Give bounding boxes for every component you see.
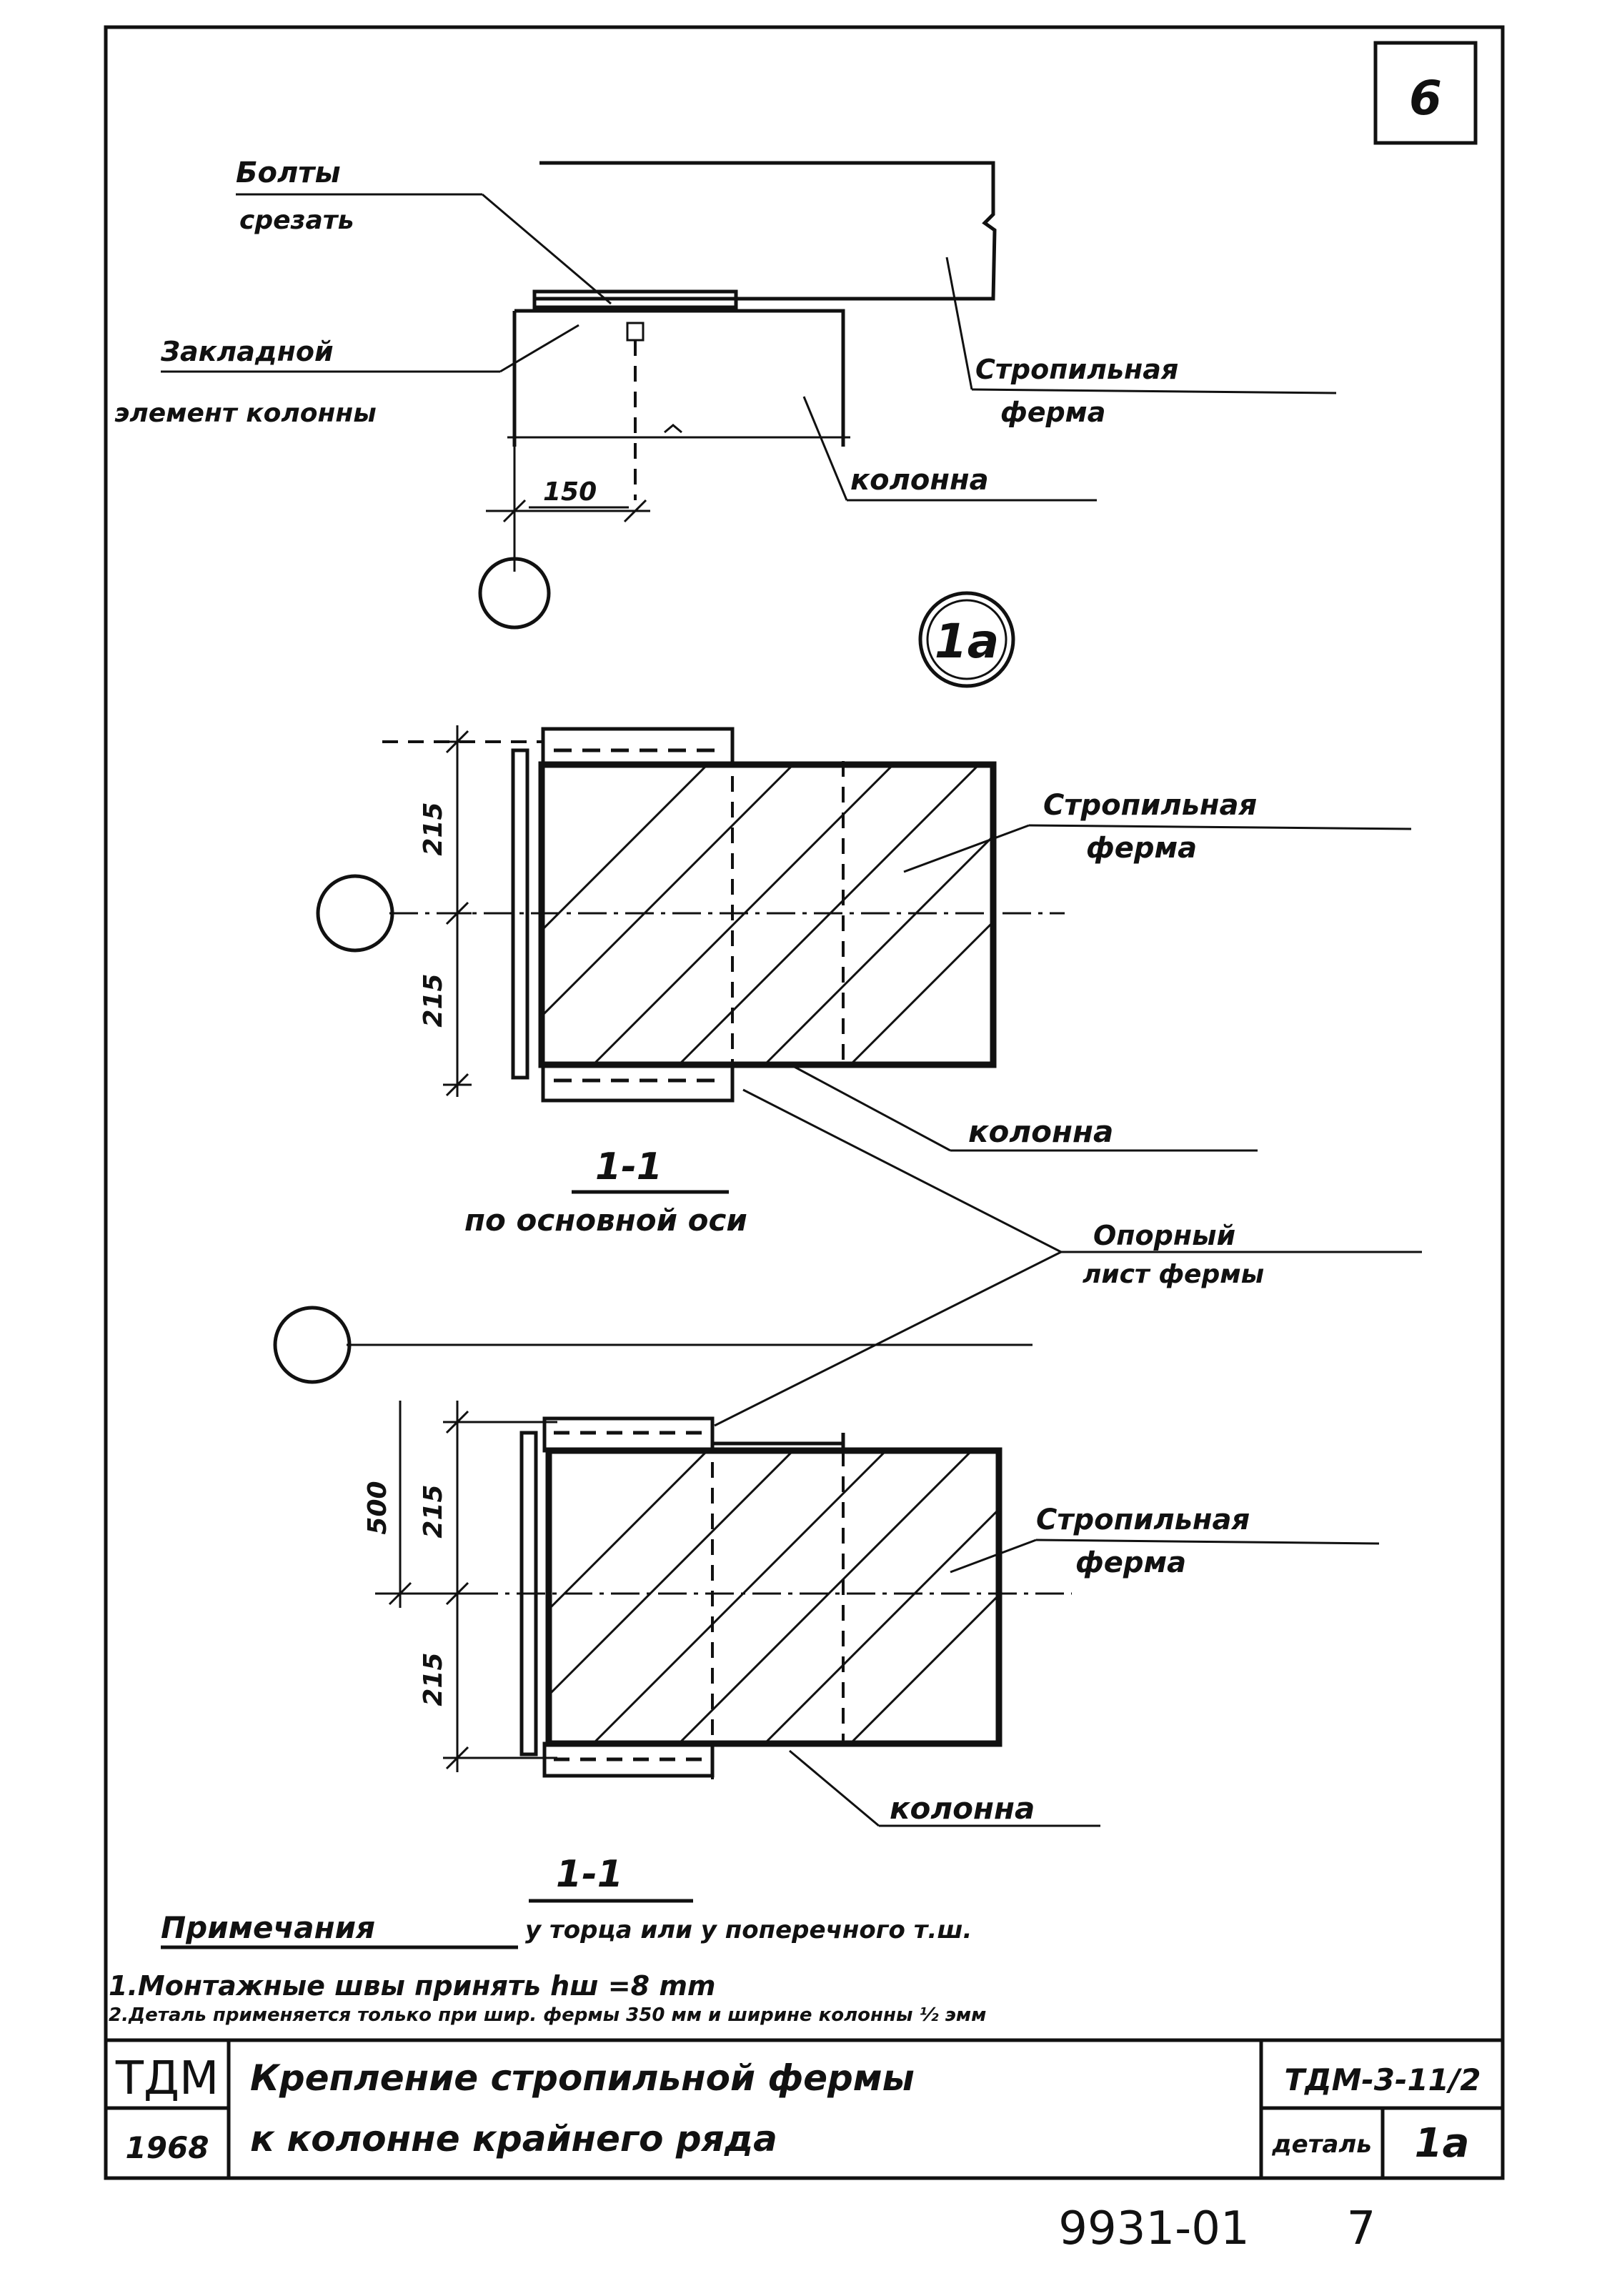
title-block: ТДМ 1968 Крепление стропильной фермы к к… — [106, 2038, 1503, 2178]
section-main-dim-bottom: 215 — [419, 973, 448, 1027]
title-line-2: к колонне крайнего ряда — [250, 2118, 777, 2160]
embedded-label-1: Закладной — [160, 336, 334, 367]
doc-number: 9931-01 — [1058, 2202, 1249, 2255]
drawing-code: ТДМ-3-11/2 — [1285, 2062, 1481, 2097]
elevation-column-label: колонна — [850, 464, 989, 497]
note-1: 1.Монтажные швы принять hш =8 mm — [109, 1970, 716, 2002]
embedded-label-2: элемент колонны — [114, 399, 377, 428]
section-end-dim-top: 215 — [419, 1484, 448, 1538]
sheet-frame — [104, 25, 1505, 2180]
section-main-truss-label-2: ферма — [1086, 832, 1197, 865]
detail-value: 1а — [1415, 2120, 1470, 2167]
section-end: 500 215 215 Стропильная ферма колонна 1-… — [273, 1251, 1380, 1944]
section-end-dim-bottom: 215 — [419, 1652, 448, 1706]
detail-mark-text: 1а — [935, 614, 999, 669]
sheet-number: 6 — [1409, 71, 1442, 126]
notes-heading: Примечания — [161, 1910, 375, 1945]
detail-label: деталь — [1271, 2130, 1372, 2159]
section-main-axis: 215 215 Стропильная ферма колонна Опорны… — [316, 725, 1422, 1289]
section-end-title-num: 1-1 — [556, 1853, 623, 1896]
section-end-column-label: колонна — [890, 1791, 1035, 1826]
sheet-number-box: 6 — [1373, 41, 1478, 145]
note-2: 2.Деталь применяется только при шир. фер… — [109, 2004, 986, 2026]
section-main-title-num: 1-1 — [595, 1145, 662, 1188]
section-main-dim-top: 215 — [419, 802, 448, 855]
detail-mark: 1а — [918, 591, 1015, 688]
page-number: 7 — [1347, 2202, 1376, 2255]
org-name: ТДМ — [115, 2052, 219, 2105]
title-line-1: Крепление стропильной фермы — [250, 2057, 915, 2099]
section-main-title-text: по основной оси — [464, 1203, 747, 1238]
section-end-dim-500: 500 — [363, 1481, 392, 1534]
bolts-label-2: срезать — [239, 206, 354, 235]
section-end-truss-label-1: Стропильная — [1036, 1504, 1250, 1536]
plate-label-1: Опорный — [1093, 1220, 1235, 1251]
elevation-truss-label-1: Стропильная — [975, 354, 1178, 385]
section-end-truss-label-2: ферма — [1075, 1546, 1186, 1579]
elevation-truss-label-2: ферма — [1000, 397, 1105, 428]
section-main-truss-label-1: Стропильная — [1043, 789, 1257, 822]
section-main-column-label: колонна — [968, 1114, 1113, 1149]
elevation-view: Болты срезать Закладной элемент колонны … — [114, 156, 1337, 630]
notes: Примечания 1.Монтажные швы принять hш =8… — [109, 1910, 986, 2026]
year: 1968 — [126, 2130, 209, 2165]
plate-label-2: лист фермы — [1083, 1260, 1264, 1289]
dimension-150: 150 — [543, 477, 597, 507]
section-end-title-text: у торца или у поперечного т.ш. — [525, 1916, 972, 1944]
bolts-label-1: Болты — [236, 156, 341, 189]
